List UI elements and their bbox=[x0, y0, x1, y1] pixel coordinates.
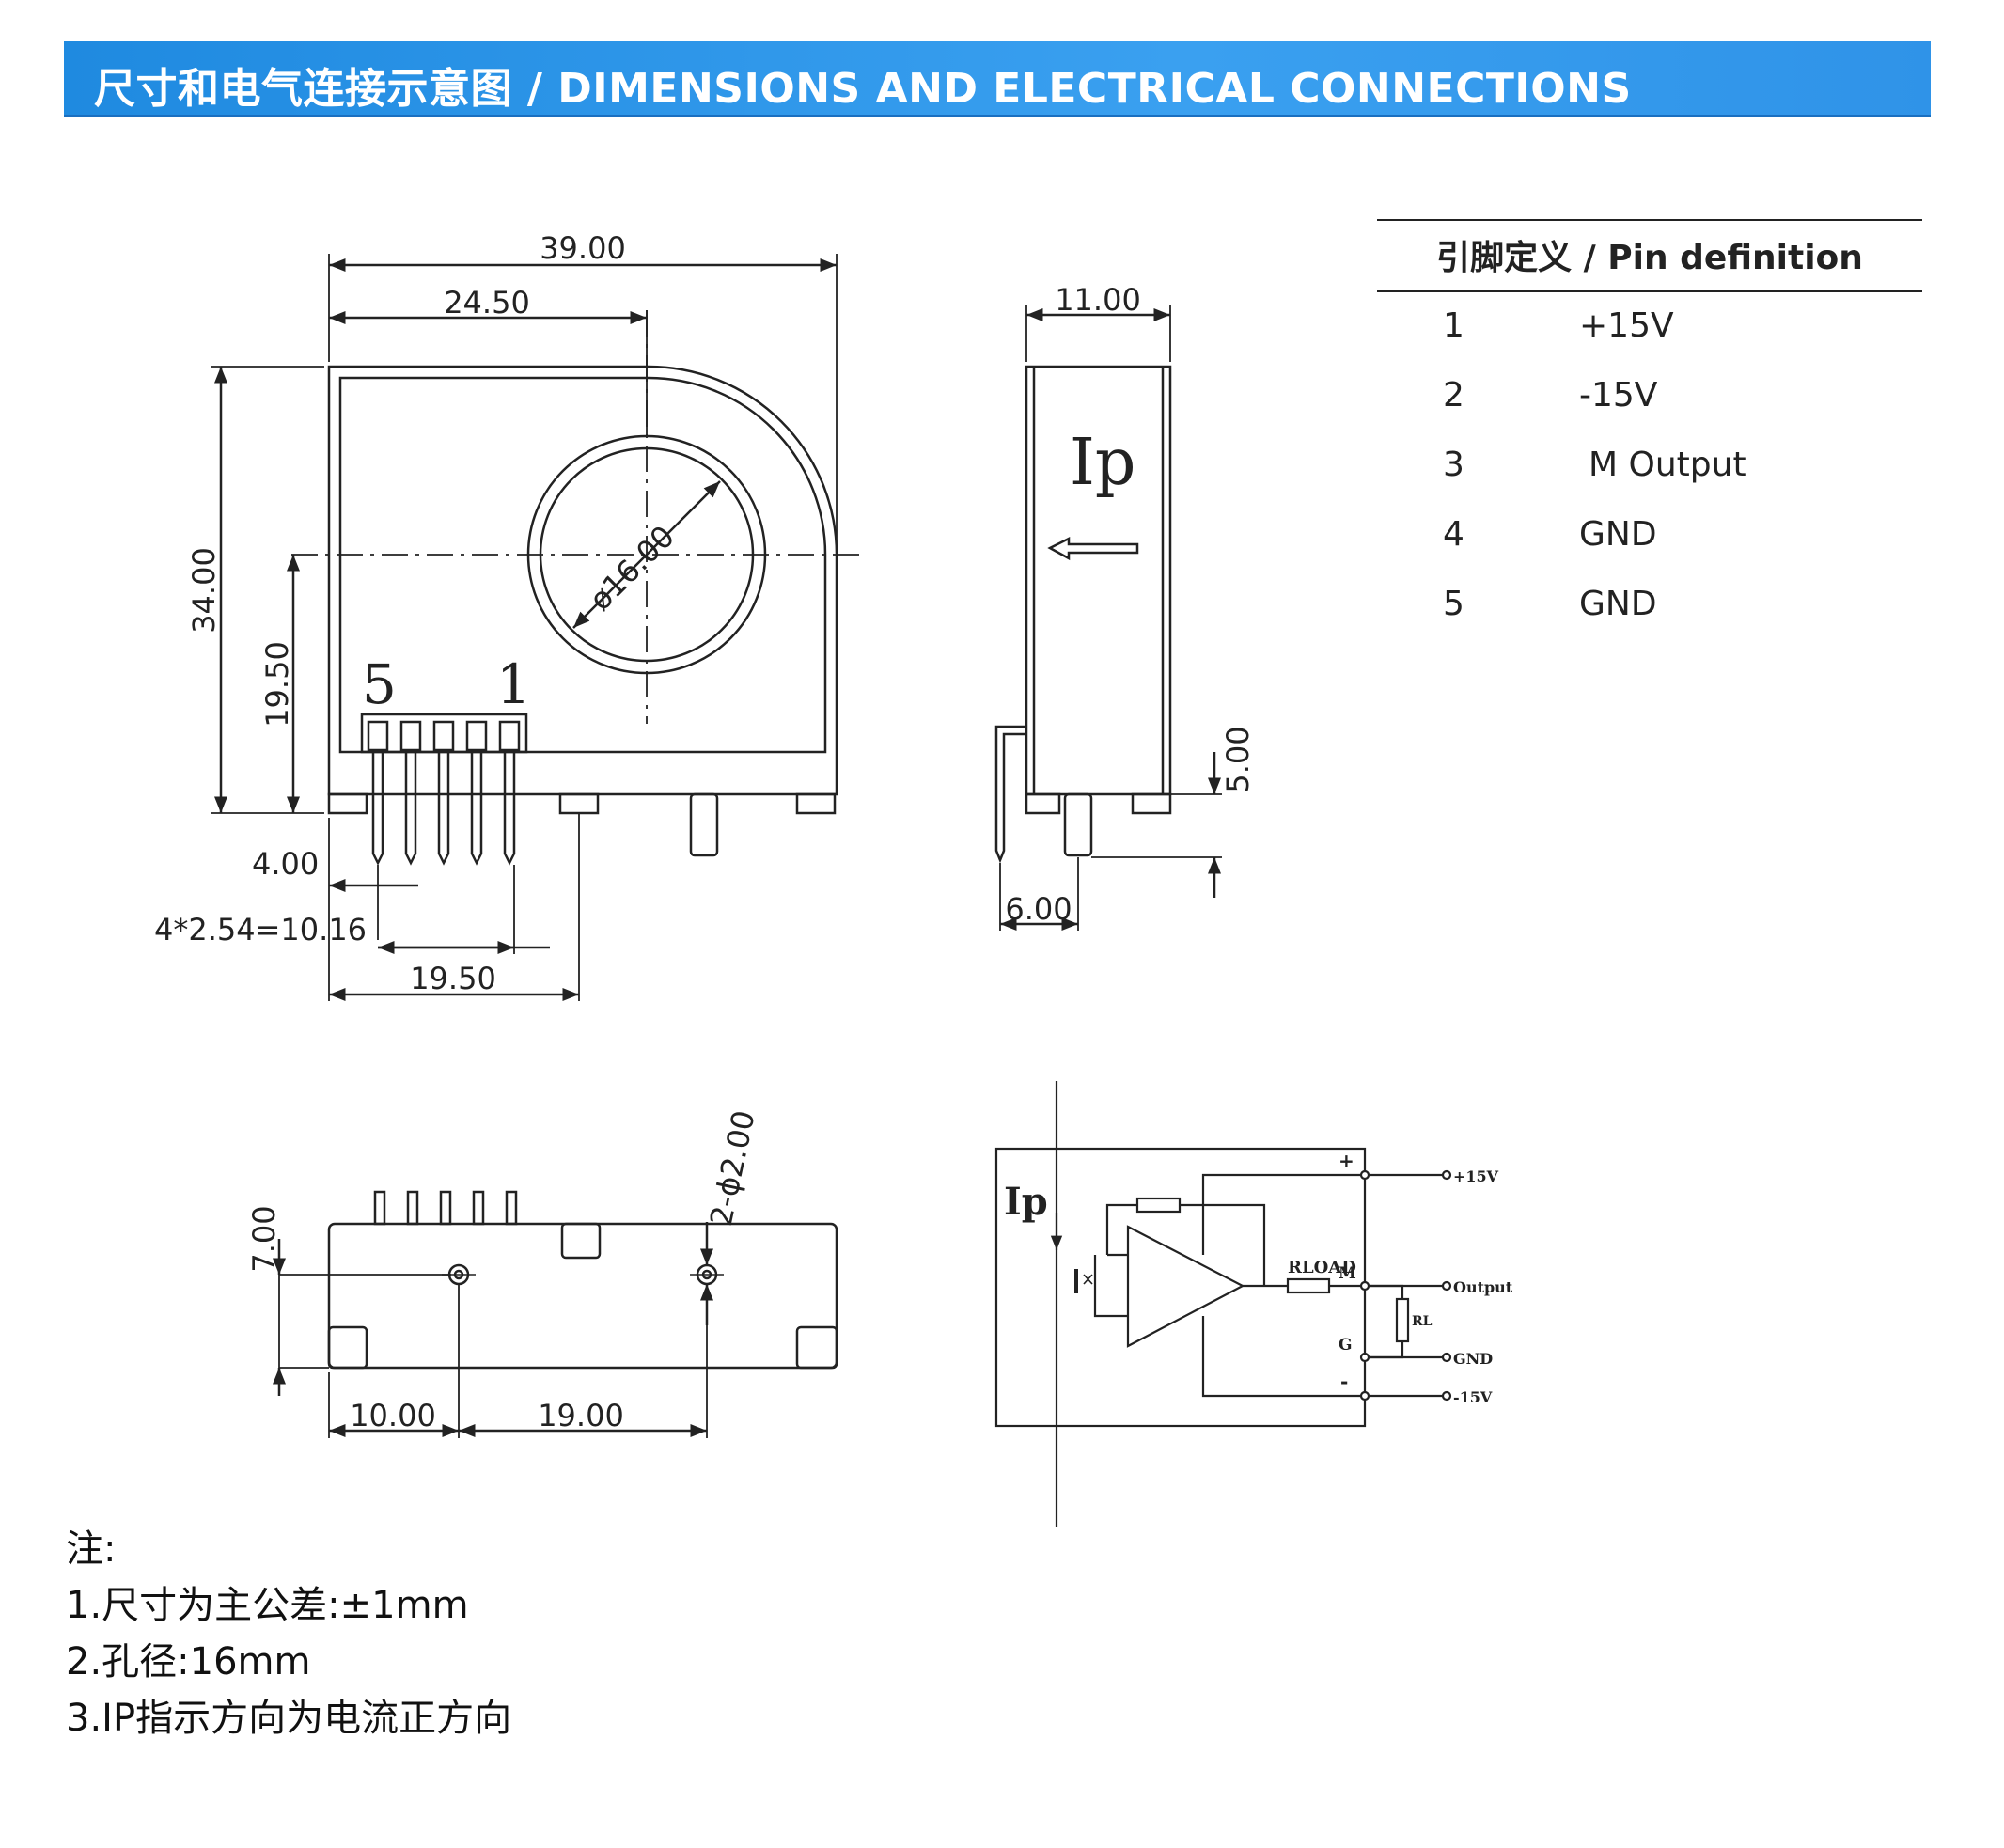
pin-definition: -15V bbox=[1579, 376, 1658, 415]
note-item: 2.孔径:16mm bbox=[66, 1640, 311, 1684]
dim-mount-x: 19.50 bbox=[410, 961, 496, 996]
side-current-label: Ip bbox=[1070, 426, 1135, 500]
dim-pin-spacing: 6.00 bbox=[1005, 891, 1072, 927]
side-view bbox=[994, 305, 1222, 931]
pin-number: 3 bbox=[1443, 446, 1464, 484]
dim-hole-diameter: ø16.00 bbox=[582, 518, 681, 617]
pin-label-1: 1 bbox=[496, 652, 531, 716]
feedback-resistor bbox=[1135, 1197, 1182, 1214]
dim-pin-pitch: 4*2.54=10.16 bbox=[154, 912, 367, 947]
schematic-node-minus: - bbox=[1340, 1370, 1348, 1393]
dim-overall-height: 34.00 bbox=[186, 547, 222, 634]
schematic-box bbox=[994, 1147, 1367, 1428]
output-resistor bbox=[1286, 1277, 1331, 1294]
side-bent-pin bbox=[994, 725, 1026, 864]
bottom-body bbox=[327, 1222, 838, 1370]
page-title: 尺寸和电气连接示意图 / DIMENSIONS AND ELECTRICAL C… bbox=[94, 65, 1632, 113]
pin-definition: GND bbox=[1579, 515, 1657, 554]
schematic-terminal-gnd: GND bbox=[1453, 1350, 1493, 1368]
front-pins bbox=[367, 720, 521, 866]
front-view bbox=[211, 254, 865, 1001]
schematic bbox=[994, 1081, 1452, 1527]
pin-number: 5 bbox=[1443, 585, 1464, 623]
pin-label-5: 5 bbox=[362, 652, 397, 716]
schematic-terminal-pos: +15V bbox=[1453, 1167, 1499, 1185]
schematic-terminal-neg: -15V bbox=[1453, 1388, 1493, 1406]
pin-number: 2 bbox=[1443, 376, 1464, 415]
dim-hole-center-y: 19.50 bbox=[259, 641, 295, 728]
pin-number: 1 bbox=[1443, 306, 1464, 345]
pin-number: 4 bbox=[1443, 515, 1464, 554]
dim-hole-left: 10.00 bbox=[350, 1398, 436, 1433]
dim-mount-holes: 2-ϕ2.00 bbox=[703, 1107, 762, 1229]
dim-hole-center-x: 24.50 bbox=[444, 285, 530, 321]
dim-pin-offset: 4.00 bbox=[252, 846, 319, 882]
dim-overall-width: 39.00 bbox=[540, 230, 626, 266]
schematic-resistor-label: RLOAD bbox=[1288, 1258, 1356, 1277]
pin-definition: +15V bbox=[1579, 306, 1674, 345]
notes-heading: 注: bbox=[66, 1527, 117, 1571]
op-amp bbox=[1126, 1225, 1245, 1348]
dim-bottom-height: 7.00 bbox=[246, 1205, 282, 1272]
schematic-current-label: Ip bbox=[1004, 1180, 1048, 1224]
pin-header bbox=[360, 713, 528, 754]
pin-table-title: 引脚定义 / Pin definition bbox=[1436, 239, 1863, 277]
bottom-view bbox=[273, 1190, 838, 1438]
note-item: 1.尺寸为主公差:±1mm bbox=[66, 1584, 469, 1627]
bottom-pins bbox=[373, 1190, 518, 1226]
dim-hole-spacing: 19.00 bbox=[538, 1398, 624, 1433]
title-banner: 尺寸和电气连接示意图 / DIMENSIONS AND ELECTRICAL C… bbox=[64, 41, 1931, 117]
schematic-terminal-output: Output bbox=[1453, 1278, 1513, 1296]
side-body bbox=[1025, 365, 1172, 796]
dim-thickness: 11.00 bbox=[1055, 282, 1141, 318]
dim-pin-length: 5.00 bbox=[1220, 726, 1256, 792]
schematic-node-plus: + bbox=[1339, 1150, 1354, 1172]
note-item: 3.IP指示方向为电流正方向 bbox=[66, 1697, 512, 1740]
front-body-inner bbox=[338, 376, 827, 754]
pin-definition: GND bbox=[1579, 585, 1657, 623]
load-resistor bbox=[1395, 1297, 1410, 1343]
pin-definition: M Output bbox=[1589, 446, 1746, 484]
side-current-arrow bbox=[1047, 536, 1139, 561]
schematic-load-label: RL bbox=[1412, 1314, 1433, 1329]
front-body-outline bbox=[327, 365, 838, 796]
schematic-node-g: G bbox=[1339, 1336, 1353, 1355]
notes: 注: 1.尺寸为主公差:±1mm 2.孔径:16mm 3.IP指示方向为电流正方… bbox=[66, 1521, 511, 1746]
schematic-node-m: M bbox=[1339, 1264, 1356, 1283]
